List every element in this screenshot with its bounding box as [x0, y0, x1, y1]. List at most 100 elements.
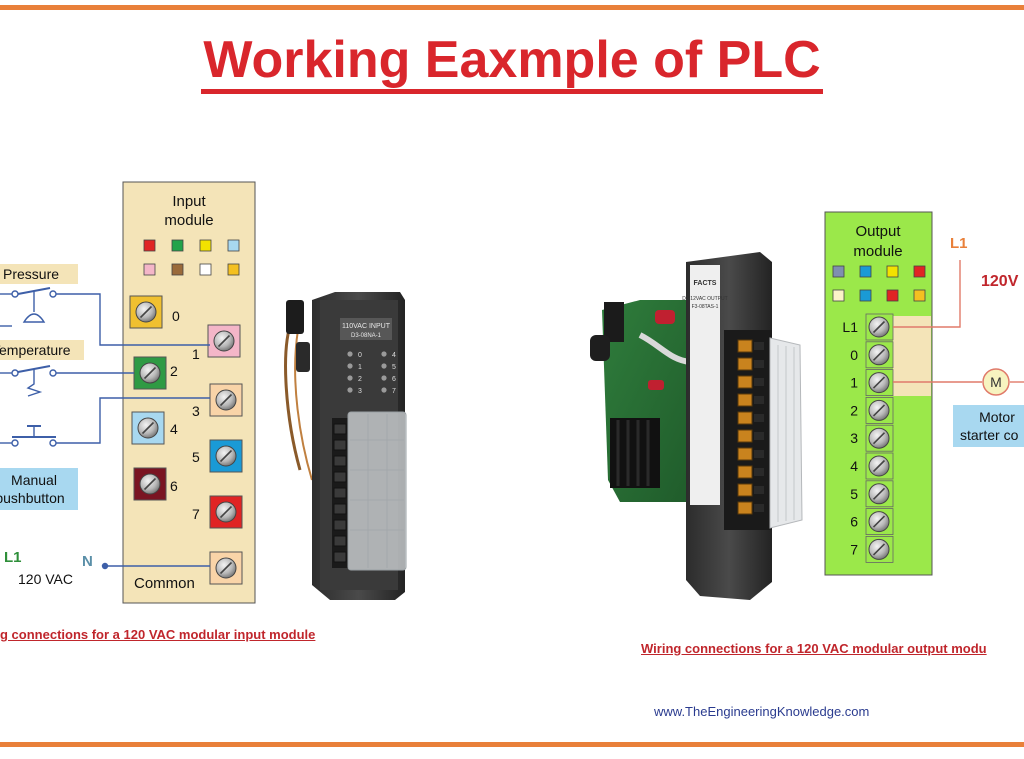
- output-card-brand: FACTS: [694, 280, 717, 287]
- screw-icon: [868, 344, 890, 366]
- manual-pushbutton: Manual pushbutton: [0, 425, 78, 510]
- input-card-part: D3-08NA-1: [351, 333, 382, 339]
- neutral-node: [101, 562, 109, 570]
- input-terminal: 3: [192, 383, 243, 419]
- page-title-text: Working Eaxmple of PLC: [201, 31, 823, 94]
- input-terminal: 7: [192, 495, 243, 529]
- input-card-led-label: 6: [392, 376, 396, 383]
- output-terminal: 2: [850, 396, 894, 424]
- screw-icon: [139, 362, 161, 384]
- screw-icon: [868, 399, 890, 421]
- screw-icon: [868, 455, 890, 477]
- input-terminal: 4: [131, 411, 178, 445]
- input-card-led-label: 2: [358, 376, 362, 383]
- input-card-header: 110VAC INPUT: [342, 323, 391, 330]
- motor-label-box: [953, 405, 1024, 447]
- input-status-led: [143, 239, 156, 252]
- screw-icon: [215, 445, 237, 467]
- input-status-led: [143, 263, 156, 276]
- temperature-switch: Temperature: [0, 340, 84, 397]
- screw-icon: [213, 330, 235, 352]
- input-terminal-label: 7: [192, 506, 200, 522]
- input-card-led: [381, 351, 387, 357]
- input-terminal-label: 3: [192, 403, 200, 419]
- output-status-led: [832, 265, 845, 278]
- screw-icon: [215, 501, 237, 523]
- output-terminal: 4: [850, 452, 894, 480]
- input-terminal-label: 5: [192, 449, 200, 465]
- screw-icon: [868, 538, 890, 560]
- output-terminal-label: 6: [850, 514, 858, 530]
- output-terminal-label: L1: [842, 319, 858, 335]
- input-terminal: 0: [129, 295, 180, 329]
- screw-icon: [139, 473, 161, 495]
- screw-icon: [135, 301, 157, 323]
- input-card-led-label: 3: [358, 388, 362, 395]
- input-terminal: 5: [192, 439, 243, 473]
- output-terminal-label: 1: [850, 375, 858, 391]
- output-card-part: F3-08TAS-1: [692, 304, 719, 310]
- input-card-led-label: 0: [358, 352, 362, 359]
- input-terminal: 1: [192, 324, 241, 362]
- output-status-led: [886, 289, 899, 302]
- input-status-led: [171, 263, 184, 276]
- bottom-rule: [0, 742, 1024, 747]
- output-terminal-label: 3: [850, 430, 858, 446]
- output-terminal: 3: [850, 424, 894, 452]
- pressure-label: Pressure: [3, 266, 59, 282]
- output-terminal-label: 2: [850, 402, 858, 418]
- input-wiring: [0, 293, 210, 567]
- input-card-led: [381, 375, 387, 381]
- website-url: www.TheEngineeringKnowledge.com: [654, 704, 870, 719]
- screw-icon: [868, 372, 890, 394]
- output-terminal: 1: [850, 369, 894, 397]
- output-wiring: [893, 260, 1024, 383]
- output-caption: Wiring connections for a 120 VAC modular…: [641, 641, 987, 656]
- top-rule: [0, 5, 1024, 10]
- pressure-label-box: [0, 264, 78, 284]
- input-card-led-label: 5: [392, 364, 396, 371]
- screw-icon: [868, 511, 890, 533]
- input-terminal-label: 6: [170, 478, 178, 494]
- output-status-led: [913, 289, 926, 302]
- output-card-photo: FACTS D3-12VAC OUTPUT F3-08TAS-1: [590, 252, 803, 600]
- input-caption: g connections for a 120 VAC modular inpu…: [0, 627, 316, 642]
- output-terminal: 6: [850, 508, 894, 536]
- input-card-led: [347, 375, 353, 381]
- output-card-header: D3-12VAC OUTPUT: [682, 296, 727, 302]
- manual-label-box: [0, 468, 78, 510]
- motor-symbol: M: [982, 368, 1010, 396]
- output-terminal-label: 4: [850, 458, 858, 474]
- output-terminal-label: 0: [850, 347, 858, 363]
- motor-label-2: starter co: [960, 427, 1019, 443]
- supply-neutral-label: N: [82, 553, 93, 570]
- temperature-label-box: [0, 340, 84, 360]
- output-terminal: 7: [850, 536, 894, 563]
- input-terminal-label: 4: [170, 421, 178, 437]
- manual-label: Manual: [11, 472, 57, 488]
- input-card-led: [347, 387, 353, 393]
- screw-icon: [215, 389, 237, 411]
- input-card-led-label: 1: [358, 364, 362, 371]
- output-status-led: [886, 265, 899, 278]
- output-module-heading: Output: [855, 223, 901, 240]
- supply-l1-label: L1: [4, 549, 22, 566]
- input-terminal-label: 1: [192, 346, 200, 362]
- output-status-led: [859, 265, 872, 278]
- screw-icon: [137, 417, 159, 439]
- input-common-terminal: [209, 551, 243, 585]
- output-status-led: [859, 289, 872, 302]
- input-card-led: [381, 387, 387, 393]
- output-status-leds: [832, 265, 926, 302]
- screw-icon: [868, 427, 890, 449]
- input-status-led: [227, 239, 240, 252]
- input-status-led: [227, 263, 240, 276]
- input-status-leds: [143, 239, 240, 276]
- input-terminal: 6: [133, 467, 178, 501]
